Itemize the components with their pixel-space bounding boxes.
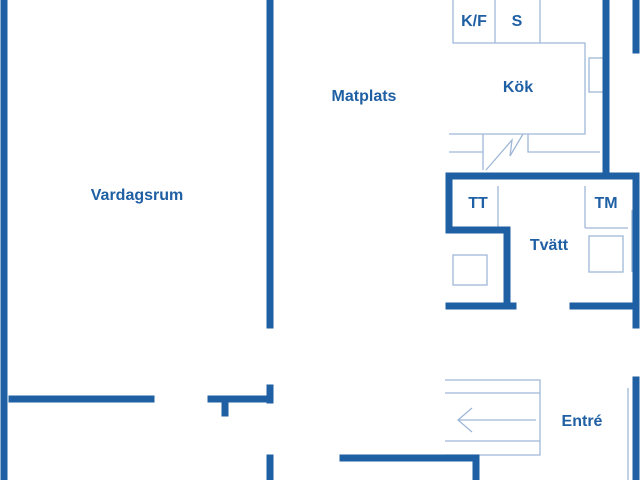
fixture-label-fridge-freezer: K/F <box>461 13 487 30</box>
stove-zigzag-icon <box>485 133 524 171</box>
dryer-appliance <box>452 254 488 286</box>
room-label-laundry: Tvätt <box>530 237 569 254</box>
fixtures <box>445 0 633 480</box>
room-label-living: Vardagsrum <box>91 187 183 204</box>
kitchen-lower-counter <box>449 133 600 153</box>
room-labels: Vardagsrum Matplats Kök Tvätt Entré <box>91 79 603 430</box>
washer-appliance <box>588 235 624 273</box>
room-label-dining: Matplats <box>332 88 397 105</box>
room-label-entry: Entré <box>562 413 603 430</box>
fixture-labels: K/F S TT TM <box>461 13 617 212</box>
room-label-kitchen: Kök <box>503 79 533 96</box>
fixture-label-washer: TM <box>594 195 617 212</box>
arrow-left-icon <box>457 407 473 433</box>
kitchen-upper-counter <box>452 0 586 135</box>
fixture-label-dryer: TT <box>468 195 488 212</box>
entry-closet <box>445 379 541 456</box>
fixture-label-dishwasher: S <box>512 13 523 30</box>
